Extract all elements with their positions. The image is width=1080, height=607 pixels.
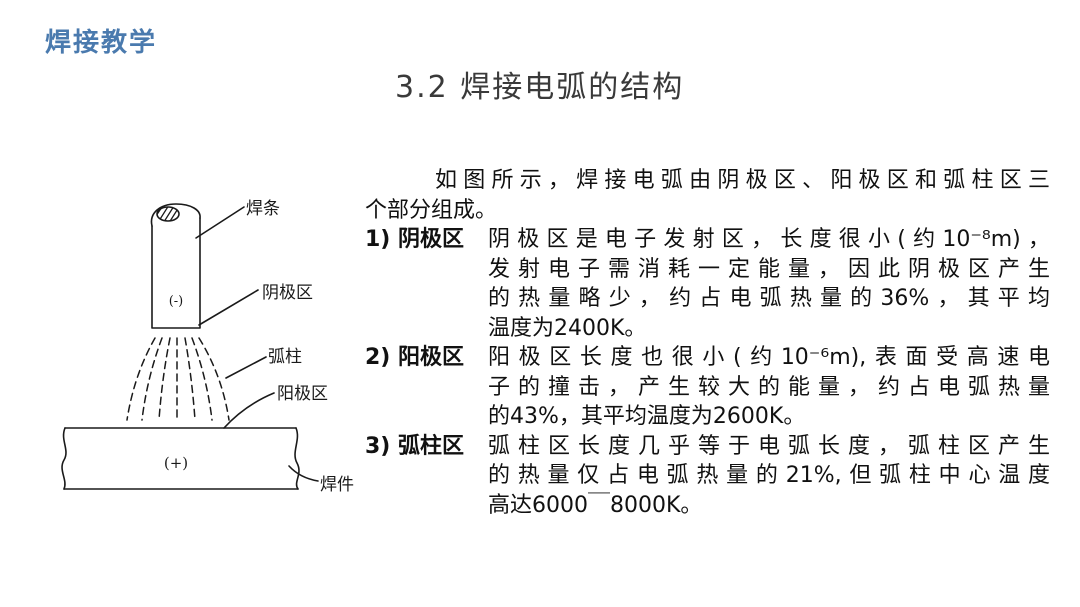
description-line: 弧柱区长度几乎等于电弧长度，弧柱区产生 [488, 433, 1050, 459]
leader-line-anode [223, 392, 275, 429]
leader-line-cathode [198, 289, 259, 326]
description-line: 阳极区长度也很小(约10⁻⁶m),表面受高速电 [488, 345, 1050, 370]
list-item-description: 阴极区是电子发射区，长度很小(约10⁻⁸m)， 发射电子需消耗一定能量，因此阴极… [488, 225, 1050, 343]
arc-line [191, 337, 213, 421]
description-line: 高达6000￣8000K。 [488, 492, 703, 518]
arc-line [198, 337, 230, 421]
workpiece [61, 427, 300, 490]
list-item-label: 3) 弧柱区 [365, 433, 465, 459]
description-line: 阴极区是电子发射区，长度很小(约10⁻⁸m)， [488, 227, 1050, 252]
leader-line-arc-column [225, 356, 267, 379]
description-line: 子的撞击，产生较大的能量，约占电弧热量 [488, 374, 1050, 400]
slide-title: 3.2 焊接电弧的结构 [395, 70, 685, 105]
label-anode: 阳极区 [277, 384, 328, 404]
leader-line-workpiece [288, 465, 319, 482]
welding-arc-diagram: 焊条 阴极区 弧柱 阳极区 焊件 (-) (+) [61, 199, 354, 495]
label-workpiece: 焊件 [320, 475, 354, 495]
description-line: 的热量仅占电弧热量的21%,但弧柱中心温度 [488, 463, 1050, 488]
label-arc-column: 弧柱 [268, 347, 302, 367]
list-item-description: 弧柱区长度几乎等于电弧长度，弧柱区产生 的热量仅占电弧热量的21%,但弧柱中心温… [488, 432, 1050, 521]
electrode-body [151, 217, 201, 329]
list-item-description: 阳极区长度也很小(约10⁻⁶m),表面受高速电 子的撞击，产生较大的能量，约占电… [488, 343, 1050, 432]
description-line: 温度为2400K。 [488, 315, 647, 341]
label-electrode: 焊条 [246, 199, 280, 219]
arc-line [184, 337, 196, 421]
arc-line [141, 337, 163, 421]
arc-line [158, 337, 171, 421]
label-cathode: 阴极区 [262, 283, 313, 303]
description-line: 的43%，其平均温度为2600K。 [488, 404, 806, 429]
description-line: 发射电子需消耗一定能量，因此阴极区产生 [488, 256, 1050, 282]
arc-line [126, 337, 156, 421]
list-item-label: 1) 阴极区 [365, 227, 465, 252]
intro-line: 个部分组成。 [365, 197, 498, 223]
intro-line: 如图所示，焊接电弧由阴极区、阳极区和弧柱区三 [435, 168, 1050, 193]
workpiece-polarity: (+) [164, 454, 188, 472]
electrode-tip [150, 203, 201, 227]
leader-line-electrode [195, 206, 245, 239]
list-item-label: 2) 阳极区 [365, 345, 465, 370]
arc-column [126, 337, 230, 421]
description-line: 的热量略少，约占电弧热量的36%，其平均 [488, 286, 1050, 311]
header-title: 焊接教学 [45, 28, 158, 58]
electrode-polarity: (-) [169, 294, 184, 309]
